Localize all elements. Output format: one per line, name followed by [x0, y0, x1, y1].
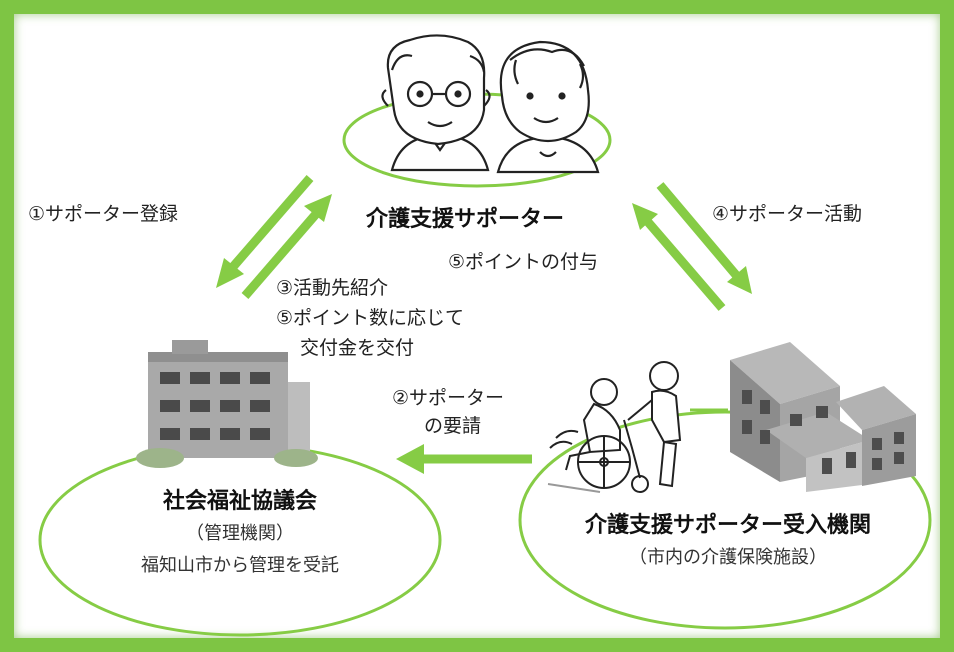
supporter-title: 介護支援サポーター — [366, 207, 565, 232]
flow-label-activity: ④サポーター活動 — [712, 203, 863, 225]
council-title: 社会福祉協議会 — [162, 489, 317, 514]
facility-subtitle: （市内の介護保険施設） — [629, 547, 827, 568]
flow-label-request-line1: ②サポーター — [392, 387, 505, 409]
flow-label-placement: ③活動先紹介 — [276, 277, 389, 299]
arrow-placement — [241, 194, 332, 299]
arrow-activity — [656, 182, 752, 294]
facility-ellipse — [518, 410, 932, 630]
flow-label-grant-line2: 交付金を交付 — [300, 337, 415, 359]
elderly-couple-icon — [381, 34, 600, 174]
arrow-points — [632, 203, 726, 311]
flow-label-points: ⑤ポイントの付与 — [448, 251, 599, 273]
care-facility-building-icon — [690, 342, 916, 492]
facility-title: 介護支援サポーター受入機関 — [584, 513, 871, 538]
arrow-registration — [216, 175, 314, 288]
arrow-request — [396, 444, 532, 474]
flow-label-grant-line1: ⑤ポイント数に応じて — [276, 307, 465, 329]
council-note: 福知山市から管理を受託 — [141, 555, 339, 576]
flow-label-request-line2: の要請 — [424, 415, 482, 437]
flow-label-registration: ①サポーター登録 — [28, 203, 179, 225]
council-subtitle: （管理機関） — [186, 523, 294, 544]
wheelchair-care-icon — [547, 361, 682, 493]
office-building-icon — [136, 340, 318, 468]
